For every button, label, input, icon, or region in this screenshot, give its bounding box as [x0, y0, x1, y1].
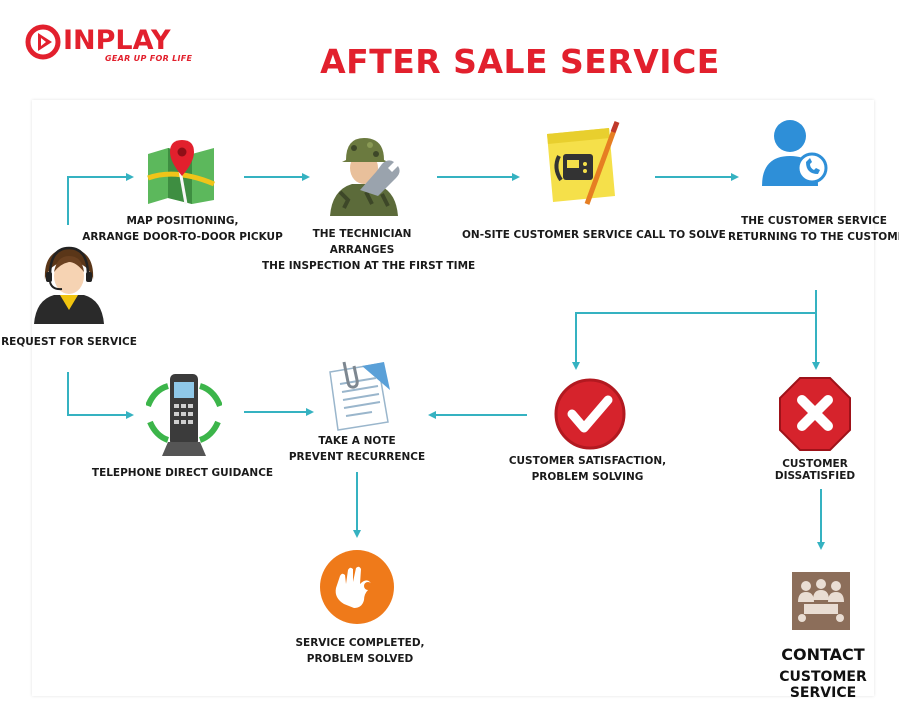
call-center-operator-icon [34, 246, 104, 324]
contact-title: CONTACT [781, 645, 865, 664]
node-note-line-1: TAKE A NOTE [318, 435, 396, 447]
technician-wrench-icon [330, 138, 400, 216]
brand-play-icon [25, 24, 61, 60]
node-onsite-line: ON-SITE CUSTOMER SERVICE CALL TO SOLVE [462, 229, 726, 241]
node-technician-line-2: ARRANGES [329, 244, 395, 256]
brand-name: INPLAY [63, 25, 171, 56]
node-request-label: REQUEST FOR SERVICE [0, 334, 138, 350]
node-map-line-2: ARRANGE DOOR-TO-DOOR PICKUP [82, 231, 283, 243]
node-returning-line-2: RETURNING TO THE CUSTOMER [728, 231, 899, 243]
arrow-request-to-phone [67, 372, 134, 419]
node-technician-line-1: THE TECHNICIAN [312, 228, 412, 240]
note-paperclip-icon [329, 361, 390, 431]
customer-service-user-icon [762, 120, 828, 186]
node-note-label: TAKE A NOTE PREVENT RECURRENCE [272, 433, 442, 465]
node-request-line: REQUEST FOR SERVICE [1, 336, 137, 348]
node-dissatisfied-line-2: DISSATISFIED [774, 470, 856, 482]
page-title: AFTER SALE SERVICE [320, 42, 720, 81]
ok-hand-icon [320, 550, 394, 624]
node-returning-label: THE CUSTOMER SERVICE RETURNING TO THE CU… [728, 213, 899, 245]
checkmark-icon [554, 378, 626, 450]
node-satisfaction-label: CUSTOMER SATISFACTION, PROBLEM SOLVING [500, 453, 675, 485]
node-dissatisfied-label: CUSTOMER DISSATISFIED [760, 458, 870, 482]
node-onsite-label: ON-SITE CUSTOMER SERVICE CALL TO SOLVE [462, 227, 726, 243]
node-completed-line-1: SERVICE COMPLETED, [295, 637, 425, 649]
arrow-request-to-map [67, 173, 134, 225]
telephone-icon [146, 374, 222, 456]
node-map-line-1: MAP POSITIONING, [126, 215, 239, 227]
sticky-note-phone-icon [547, 121, 620, 205]
node-satisfaction-line-1: CUSTOMER SATISFACTION, [508, 455, 667, 467]
brand-tagline: GEAR UP FOR LIFE [105, 54, 193, 63]
brand-logo: INPLAY GEAR UP FOR LIFE [25, 24, 195, 66]
arrow-returning-to-satisfaction [572, 312, 816, 370]
node-dissatisfied-line-1: CUSTOMER [782, 458, 848, 470]
map-pin-icon [147, 140, 215, 205]
node-returning-line-1: THE CUSTOMER SERVICE [741, 215, 887, 227]
node-technician-line-3: THE INSPECTION AT THE FIRST TIME [262, 260, 476, 272]
node-note-line-2: PREVENT RECURRENCE [288, 451, 426, 463]
node-technician-label: THE TECHNICIAN ARRANGES THE INSPECTION A… [262, 226, 476, 274]
meeting-icon [792, 572, 850, 630]
node-completed-line-2: PROBLEM SOLVED [306, 653, 414, 665]
node-phone-label: TELEPHONE DIRECT GUIDANCE [90, 465, 275, 481]
node-satisfaction-line-2: PROBLEM SOLVING [531, 471, 644, 483]
cross-icon [779, 377, 851, 451]
contact-subtitle: CUSTOMER SERVICE [779, 669, 867, 701]
node-phone-line: TELEPHONE DIRECT GUIDANCE [91, 467, 274, 479]
node-map-label: MAP POSITIONING, ARRANGE DOOR-TO-DOOR PI… [80, 213, 285, 245]
node-completed-label: SERVICE COMPLETED, PROBLEM SOLVED [280, 635, 440, 667]
